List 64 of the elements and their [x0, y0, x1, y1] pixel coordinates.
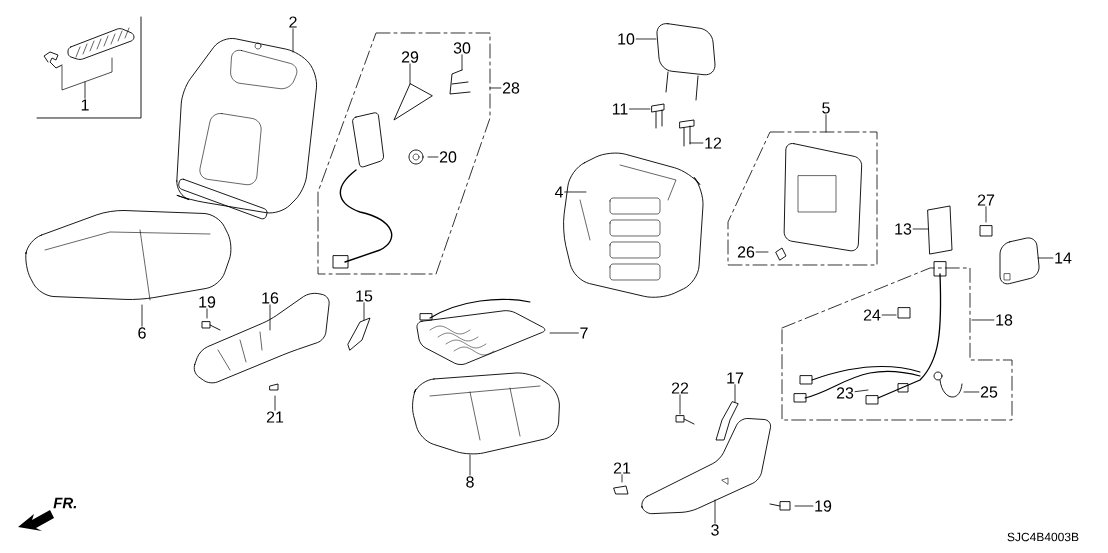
leader-line — [679, 394, 681, 415]
leader-line — [274, 395, 276, 411]
callout-number: 18 — [996, 314, 1013, 326]
leader-line — [564, 191, 587, 193]
leader-line — [734, 384, 736, 403]
leader-line — [635, 38, 657, 40]
leader-line — [912, 228, 929, 230]
leader-line — [825, 114, 827, 133]
callout-number: 28 — [502, 82, 520, 94]
callout-number: 29 — [401, 51, 419, 63]
leader-line — [292, 28, 294, 53]
leader-line — [427, 156, 439, 158]
leader-line — [549, 332, 579, 334]
direction-label: FR. — [53, 497, 77, 509]
leader-line — [985, 206, 987, 223]
callout-number: 7 — [580, 327, 588, 339]
callout-number: 11 — [612, 103, 628, 115]
callout-number: 21 — [613, 462, 631, 474]
leader-line — [621, 474, 623, 483]
callout-number: 19 — [199, 296, 216, 308]
leader-line — [755, 251, 769, 253]
callout-number: 8 — [466, 476, 474, 488]
callout-number: 15 — [356, 290, 373, 302]
leader-line — [141, 304, 143, 327]
callout-number: 25 — [980, 386, 998, 398]
leader-line — [461, 54, 463, 71]
leader-line — [206, 308, 208, 319]
callout-number: 23 — [836, 387, 854, 399]
callout-number: 3 — [711, 524, 719, 536]
leader-line — [794, 505, 814, 507]
leader-line — [714, 499, 716, 524]
callout-number: 2 — [289, 16, 297, 28]
callout-number: 19 — [815, 500, 832, 512]
leader-line — [363, 302, 365, 321]
callout-number: 10 — [618, 33, 635, 45]
callout-number: 6 — [138, 327, 146, 339]
leader-line — [409, 63, 411, 85]
leader-line — [84, 81, 86, 99]
leader-line — [269, 304, 271, 331]
callout-number: 20 — [439, 151, 457, 163]
callout-number: 4 — [554, 186, 563, 198]
callout-number: 21 — [266, 411, 284, 423]
callout-number: 17 — [727, 372, 744, 384]
leader-line — [1037, 257, 1054, 259]
leader-line — [881, 314, 897, 316]
callout-number: 16 — [262, 292, 279, 304]
leader-line — [854, 389, 869, 393]
leader-line — [469, 454, 471, 476]
callout-number: 27 — [977, 194, 995, 206]
leader-line — [629, 108, 651, 110]
leader-line — [689, 142, 704, 144]
drawing-code: SJC4B4003B — [1007, 532, 1079, 542]
callout-number: 5 — [822, 102, 830, 114]
callout-number: 22 — [671, 382, 689, 394]
callout-number: 14 — [1055, 252, 1072, 264]
callout-number: 13 — [895, 223, 912, 235]
callout-number: 30 — [453, 42, 471, 54]
callout-number: 1 — [81, 99, 89, 111]
leader-line — [489, 87, 502, 89]
callout-number: 24 — [863, 309, 881, 321]
leader-line — [963, 391, 980, 393]
callout-number: 26 — [737, 246, 755, 258]
callout-number: 12 — [705, 137, 722, 149]
leader-line — [971, 319, 995, 321]
